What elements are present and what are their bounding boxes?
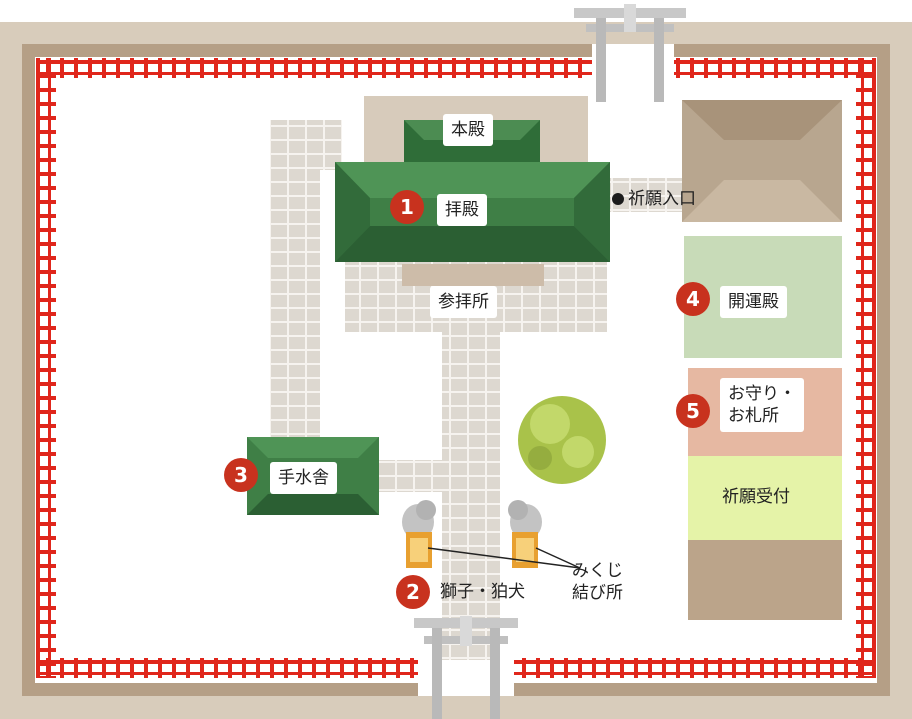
kigan-entrance-label: 祈願入口 [612, 188, 696, 210]
sanpaisho-label: 参拝所 [430, 286, 497, 318]
tree-icon [518, 396, 606, 484]
komainu-statue-icon [402, 500, 436, 568]
omikuji-label: みくじ 結び所 [572, 560, 623, 604]
marker-kaiunden: 4 [676, 282, 710, 316]
stone-paths [270, 120, 750, 660]
kigan-uketsuke-label: 祈願受付 [722, 487, 790, 507]
komainu-statue-icon [508, 500, 542, 568]
chozuya-label: 手水舎 [270, 462, 337, 494]
torii-gate-icon [574, 4, 686, 102]
marker-haiden: 1 [390, 190, 424, 224]
kaiunden-label: 開運殿 [720, 286, 787, 318]
omamori-label: お守り・ お札所 [720, 378, 804, 432]
torii-gate-icon [414, 616, 518, 719]
komainu-label: 獅子・狛犬 [440, 582, 525, 602]
omikuji-label-line2: 結び所 [572, 583, 623, 603]
marker-komainu: 2 [396, 575, 430, 609]
omamori-label-line1: お守り・ [728, 384, 796, 404]
marker-omamori: 5 [676, 394, 710, 428]
haiden-label: 拝殿 [437, 194, 487, 226]
entrance-dot-icon [612, 193, 624, 205]
omamori-label-line2: お札所 [728, 406, 779, 426]
honden-label: 本殿 [443, 114, 493, 146]
marker-chozuya: 3 [224, 458, 258, 492]
sanpaisho-roof [402, 264, 544, 286]
roofed-building [682, 100, 842, 222]
kigan-uketsuke-building [688, 456, 842, 540]
omikuji-label-line1: みくじ [572, 561, 623, 581]
storage-building [688, 540, 842, 620]
